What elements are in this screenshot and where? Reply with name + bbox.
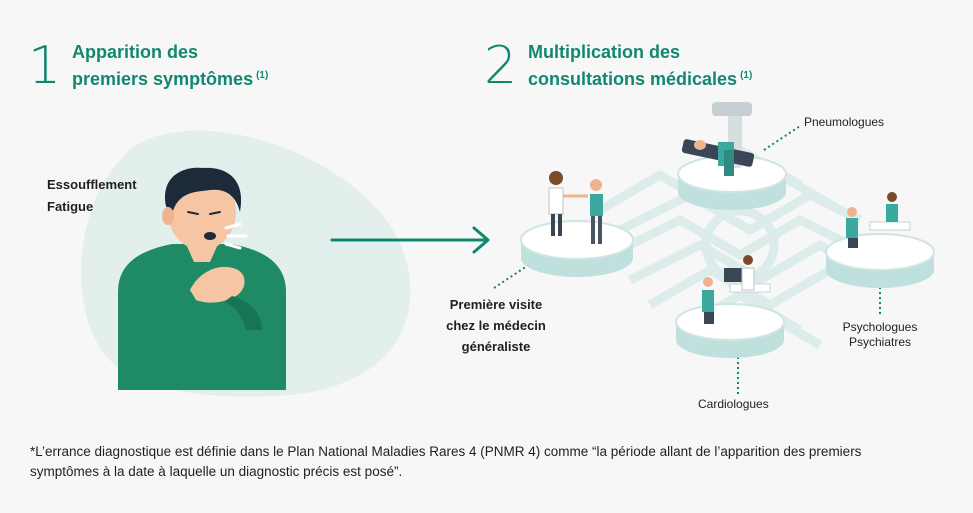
first-visit-line1: Première visite	[449, 297, 543, 312]
label-psychologues: Psychologues	[842, 320, 918, 334]
platform-first-visit	[520, 171, 634, 277]
step-1-title-text: premiers symptômes	[72, 69, 254, 89]
symptom-fatigue: Fatigue	[47, 199, 94, 214]
first-visit-line3: généraliste	[461, 339, 531, 354]
breath-icon	[224, 222, 248, 250]
patient-arm	[224, 296, 262, 330]
patient-mouth	[204, 232, 216, 240]
platform-psycho	[825, 192, 935, 288]
platform-pneumo	[677, 102, 787, 210]
step-2-title-line2: consultations médicales(1)	[528, 64, 752, 91]
footnote-line1: *L’errance diagnostique est définie dans…	[30, 444, 862, 459]
footnote: *L’errance diagnostique est définie dans…	[30, 442, 940, 482]
footnote-line2: symptômes à la date à laquelle un diagno…	[30, 464, 403, 479]
first-visit-line2: chez le médecin	[446, 318, 546, 333]
symptom-list: Essoufflement Fatigue	[47, 174, 137, 218]
platform-cardio	[675, 255, 785, 358]
patient-shirt	[118, 244, 286, 390]
arrow-icon	[330, 226, 490, 254]
connector-lines	[493, 125, 881, 394]
symptom-essoufflement: Essoufflement	[47, 177, 137, 192]
step-2-title-line1: Multiplication des	[528, 42, 681, 62]
label-pneumologues: Pneumologues	[804, 115, 885, 129]
patient-hair	[165, 167, 242, 214]
step-2-number: 2	[484, 36, 518, 96]
label-psychologues-psychiatres: Psychologues Psychiatres	[830, 320, 930, 350]
first-visit-label: Première visite chez le médecin générali…	[426, 294, 566, 357]
label-cardiologues: Cardiologues	[698, 397, 769, 411]
patient-hand	[190, 266, 245, 303]
label-psychiatres: Psychiatres	[848, 335, 912, 349]
step-1-number: 1	[28, 36, 62, 96]
step-2-title: Multiplication des consultations médical…	[528, 40, 752, 91]
step-2-ref: (1)	[740, 70, 753, 81]
step-1-title: Apparition des premiers symptômes(1)	[72, 40, 268, 91]
step-2-title-text: consultations médicales	[528, 69, 738, 89]
step-1-ref: (1)	[256, 70, 269, 81]
step-1-title-line1: Apparition des	[72, 42, 199, 62]
step-1-title-line2: premiers symptômes(1)	[72, 64, 268, 91]
